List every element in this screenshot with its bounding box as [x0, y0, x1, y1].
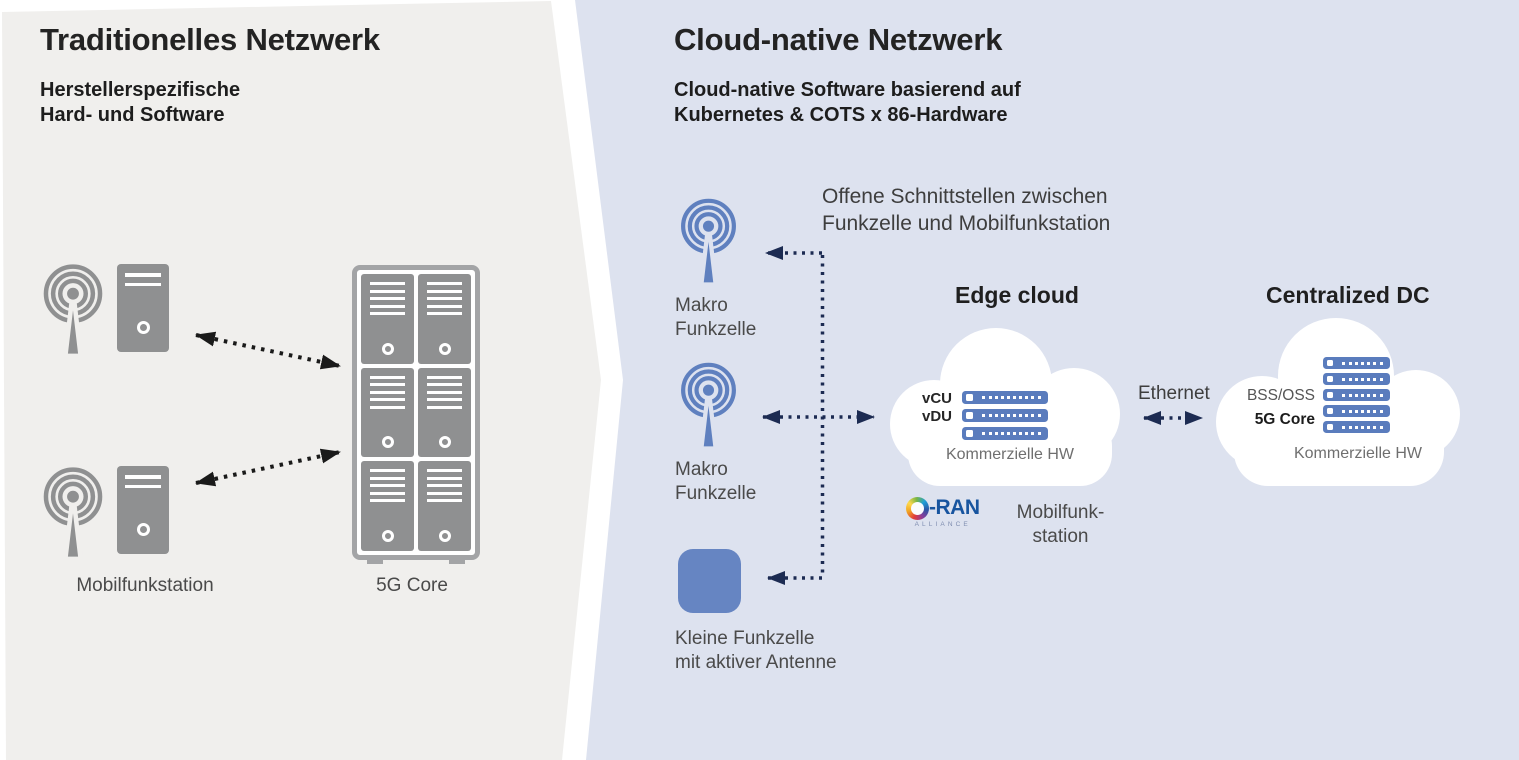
oran-wordmark: -RAN — [929, 496, 980, 519]
label-line: Mobilfunk- — [1016, 502, 1105, 523]
label-line: Funkzelle — [675, 482, 757, 504]
macro-cell-label: Makro Funkzelle — [675, 294, 756, 341]
server-bar-icon — [962, 427, 1048, 440]
cloud-native-title: Cloud-native Netzwerk — [674, 22, 1003, 57]
mobilfunkstation-label: Mobilfunkstation — [76, 575, 214, 596]
rack-power-ring — [381, 529, 394, 542]
vdu-label: vDU — [921, 408, 952, 425]
server-bar-icon — [1323, 357, 1390, 369]
oran-alliance-logo: -RAN ALLIANCE — [906, 496, 980, 528]
edge-cloud-heading: Edge cloud — [955, 282, 1079, 308]
tower-slot — [124, 282, 162, 286]
annotation-line: Funkzelle und Mobilfunkstation — [822, 212, 1111, 235]
label-line: Kleine Funkzelle — [675, 628, 815, 649]
cloud-native-subtitle: Cloud-native Software basierend auf Kube… — [674, 78, 1021, 128]
rack-unit — [418, 274, 471, 364]
label-line: Makro — [675, 459, 728, 480]
traditional-subtitle: Herstellerspezifische Hard- und Software — [40, 78, 240, 128]
label-line: station — [1032, 525, 1089, 547]
5g-core-label-dc: 5G Core — [1254, 411, 1315, 428]
ethernet-label: Ethernet — [1138, 383, 1210, 404]
antenna-icon — [43, 264, 103, 359]
server-bar-icon — [1323, 373, 1390, 385]
macro-cell-antenna-icon — [681, 198, 736, 287]
tower-power-ring — [136, 523, 150, 536]
antenna-icon — [43, 467, 103, 562]
server-bar-icon — [962, 391, 1048, 404]
rack-power-ring — [438, 529, 451, 542]
tower-slot — [124, 484, 162, 488]
bss-oss-label: BSS/OSS — [1246, 387, 1315, 404]
server-bar-icon — [1323, 389, 1390, 401]
centralized-dc-heading: Centralized DC — [1266, 282, 1430, 308]
mobilfunkstation-label-right: Mobilfunk- station — [1008, 501, 1113, 548]
5g-core-label: 5G Core — [376, 575, 448, 596]
label-line: Funkzelle — [675, 318, 757, 340]
server-bar-icon — [1323, 405, 1390, 417]
server-bar-icon — [1323, 421, 1390, 433]
subtitle-line: Herstellerspezifische — [40, 79, 241, 101]
small-cell-label: Kleine Funkzelle mit aktiver Antenne — [675, 627, 837, 674]
oran-alliance-text: ALLIANCE — [914, 521, 971, 528]
rack-unit — [418, 461, 471, 551]
5g-core-rack-icon — [352, 265, 480, 564]
subtitle-line: Hard- und Software — [40, 104, 225, 126]
annotation-line: Offene Schnittstellen zwischen — [822, 185, 1108, 208]
rack-power-ring — [381, 342, 394, 355]
server-bar-icon — [962, 409, 1048, 422]
rack-unit — [361, 274, 414, 364]
open-interfaces-annotation: Offene Schnittstellen zwischen Funkzelle… — [822, 183, 1110, 237]
label-line: mit aktiver Antenne — [675, 651, 837, 673]
rack-power-ring — [438, 436, 451, 449]
tower-slot — [124, 273, 162, 277]
subtitle-line: Kubernetes & COTS x 86-Hardware — [674, 104, 1008, 126]
rack-unit — [361, 461, 414, 551]
subtitle-line: Cloud-native Software basierend auf — [674, 79, 1021, 101]
label-line: Makro — [675, 295, 728, 316]
small-cell-icon — [678, 549, 741, 613]
dc-hw-label: Kommerzielle HW — [1293, 445, 1422, 462]
oran-ring-icon — [906, 496, 929, 520]
rack-power-ring — [381, 436, 394, 449]
edge-hw-label: Kommerzielle HW — [945, 446, 1074, 463]
macro-cell-label: Makro Funkzelle — [675, 458, 756, 505]
tower-slot — [124, 475, 162, 479]
server-tower-icon — [117, 264, 169, 352]
vcu-label: vCU — [921, 390, 952, 407]
macro-cell-antenna-icon — [681, 362, 736, 451]
rack-unit — [418, 367, 471, 458]
traditional-title: Traditionelles Netzwerk — [40, 22, 380, 57]
server-tower-icon — [117, 466, 169, 554]
rack-power-ring — [438, 342, 451, 355]
tower-power-ring — [136, 321, 150, 334]
rack-unit — [361, 367, 414, 458]
